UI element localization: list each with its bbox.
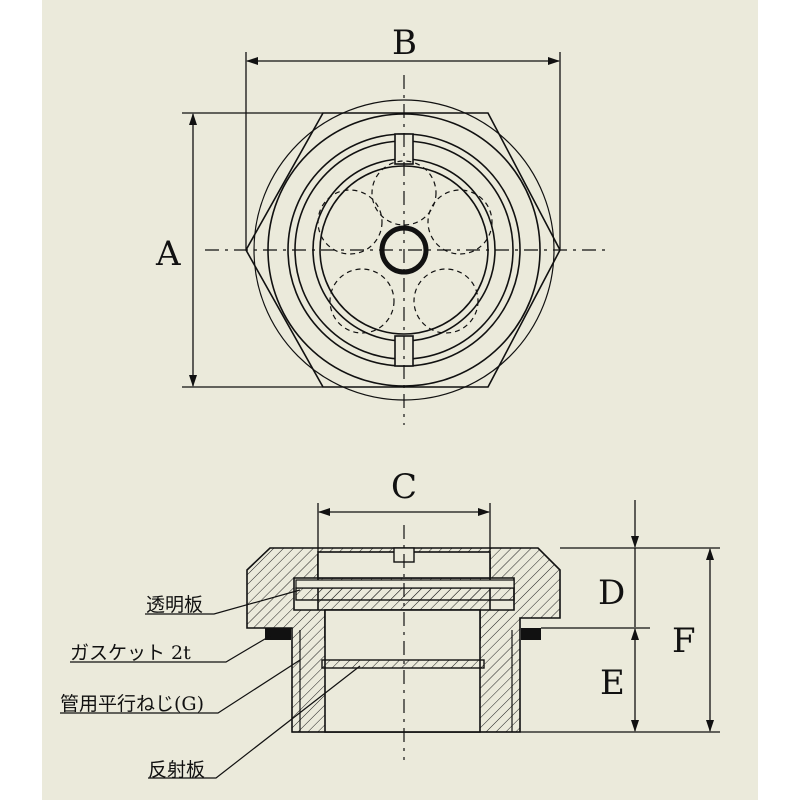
transparent-plate [295,587,515,601]
callout-reflector-plate: 反射板 [148,759,205,781]
dim-label-D: D [598,573,625,613]
dim-label-B: B [392,23,417,63]
gasket-left [265,628,291,640]
thread-lines [292,630,520,733]
dim-label-C: C [391,467,417,507]
callout-transparent-plate: 透明板 [146,594,203,616]
inner-bore [324,609,481,733]
dimension-A [182,112,323,388]
callout-gasket: ガスケット 2t [70,642,191,664]
dimension-C [317,503,491,552]
top-view [205,75,605,425]
reflector-plate [321,659,485,669]
dim-label-F: F [672,621,696,661]
hidden-circles [317,160,493,334]
plate-seat [295,579,515,589]
center-lines-top [205,75,605,425]
dimension-DEF [520,500,720,733]
dim-label-E: E [600,663,625,703]
section-view [246,525,561,760]
dimension-B [245,52,561,250]
dim-label-A: A [155,234,181,274]
callout-leaders [60,589,361,779]
callout-parallel-pipe-thread: 管用平行ねじ(G) [60,693,204,715]
gasket-right [521,628,541,640]
